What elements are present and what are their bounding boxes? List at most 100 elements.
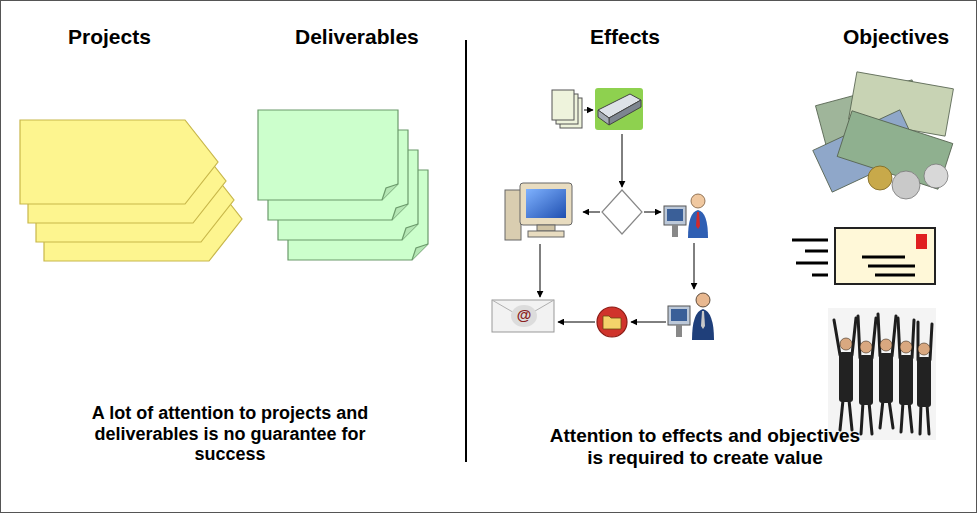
flow-arrow — [694, 243, 695, 289]
desk-screen — [667, 209, 683, 221]
person-at-desk-icon — [664, 194, 708, 238]
leg — [927, 404, 929, 434]
column-heading: Deliverables — [295, 25, 419, 49]
project-arrows — [20, 120, 242, 261]
scanner-ground — [595, 88, 643, 130]
page-fold — [412, 244, 428, 260]
desk-monitor — [664, 206, 686, 225]
people-figures — [834, 314, 932, 434]
arm — [858, 316, 860, 358]
workflow-illustration — [492, 88, 714, 340]
person-at-desk-icon — [668, 293, 714, 340]
flow-arrow — [558, 322, 595, 323]
leg — [901, 402, 903, 432]
letter-picture — [792, 228, 935, 284]
folder-icon — [597, 307, 627, 337]
computer-tower — [505, 190, 521, 240]
email-icon — [492, 300, 554, 332]
divider-line — [465, 40, 467, 462]
decision-diamond — [602, 190, 642, 234]
arm — [892, 316, 896, 356]
folder-shape — [603, 316, 621, 329]
scanner-base — [609, 100, 641, 125]
monitor-stand — [537, 225, 555, 231]
flow-arrow — [583, 212, 600, 213]
speed-line — [792, 239, 828, 242]
page-fold — [392, 204, 408, 220]
deliverable-pages — [258, 110, 428, 260]
email-badge — [511, 305, 537, 327]
arm — [898, 318, 900, 358]
leg — [880, 400, 883, 428]
coin — [892, 171, 920, 199]
head — [860, 341, 872, 353]
summary-note-slot: Attention to effects and objectives is r… — [545, 425, 865, 469]
arm — [930, 324, 932, 360]
flow-arrow — [584, 110, 593, 111]
torso — [879, 353, 893, 403]
envelope — [835, 228, 935, 284]
address-line — [875, 274, 915, 277]
computer-icon — [505, 183, 572, 240]
column-heading: Effects — [590, 25, 660, 49]
column-heading: Projects — [68, 25, 151, 49]
email-symbol: @ — [512, 306, 536, 323]
person-body — [692, 309, 714, 340]
arm — [834, 320, 840, 355]
desk-monitor — [668, 306, 690, 325]
flow-arrow — [631, 322, 666, 323]
coin — [924, 164, 948, 188]
jumping-people-photo — [828, 308, 936, 440]
speed-line — [796, 262, 828, 265]
person-body — [688, 210, 708, 238]
arm — [912, 320, 914, 358]
document-stack-icon — [552, 90, 582, 128]
leg — [920, 404, 921, 434]
head — [900, 341, 912, 353]
column-heading-slot: Effects — [590, 25, 660, 49]
sheet — [552, 90, 574, 120]
address-line — [868, 265, 915, 268]
summary-note: A lot of attention to projects and deliv… — [80, 403, 380, 465]
page-fold — [402, 224, 418, 240]
torso — [859, 355, 873, 405]
torso — [839, 352, 853, 402]
column-heading-slot: Projects — [68, 25, 151, 49]
folder-badge — [597, 307, 627, 337]
stamp — [916, 234, 927, 249]
people-heads — [840, 338, 930, 355]
envelope-body — [492, 300, 554, 332]
head — [918, 343, 930, 355]
keyboard — [528, 231, 564, 237]
page-sheet — [258, 110, 398, 200]
computer-screen — [526, 189, 566, 218]
project-arrow — [20, 120, 218, 204]
monitor-stand — [672, 225, 678, 237]
flow-arrow — [622, 134, 623, 187]
computer-monitor — [520, 183, 572, 225]
speed-line — [812, 274, 828, 277]
coin — [868, 166, 892, 190]
person-head — [691, 194, 705, 208]
scanner-icon — [595, 88, 643, 130]
speed-line — [805, 250, 828, 253]
person-tie — [696, 212, 700, 229]
page-fold — [382, 184, 398, 200]
people-bodies — [839, 352, 931, 407]
email-symbol-slot: @ — [512, 306, 536, 323]
photo-ground — [828, 308, 936, 440]
arm — [872, 318, 876, 358]
arm — [917, 322, 920, 360]
head — [840, 338, 852, 350]
leg — [869, 402, 872, 434]
address-line — [862, 256, 905, 259]
head — [880, 339, 892, 351]
torso — [899, 355, 913, 405]
column-heading: Objectives — [843, 25, 949, 49]
flow-arrow — [644, 212, 661, 213]
desk-screen — [671, 309, 687, 321]
arm — [878, 314, 880, 356]
summary-note: Attention to effects and objectives is r… — [545, 425, 865, 469]
